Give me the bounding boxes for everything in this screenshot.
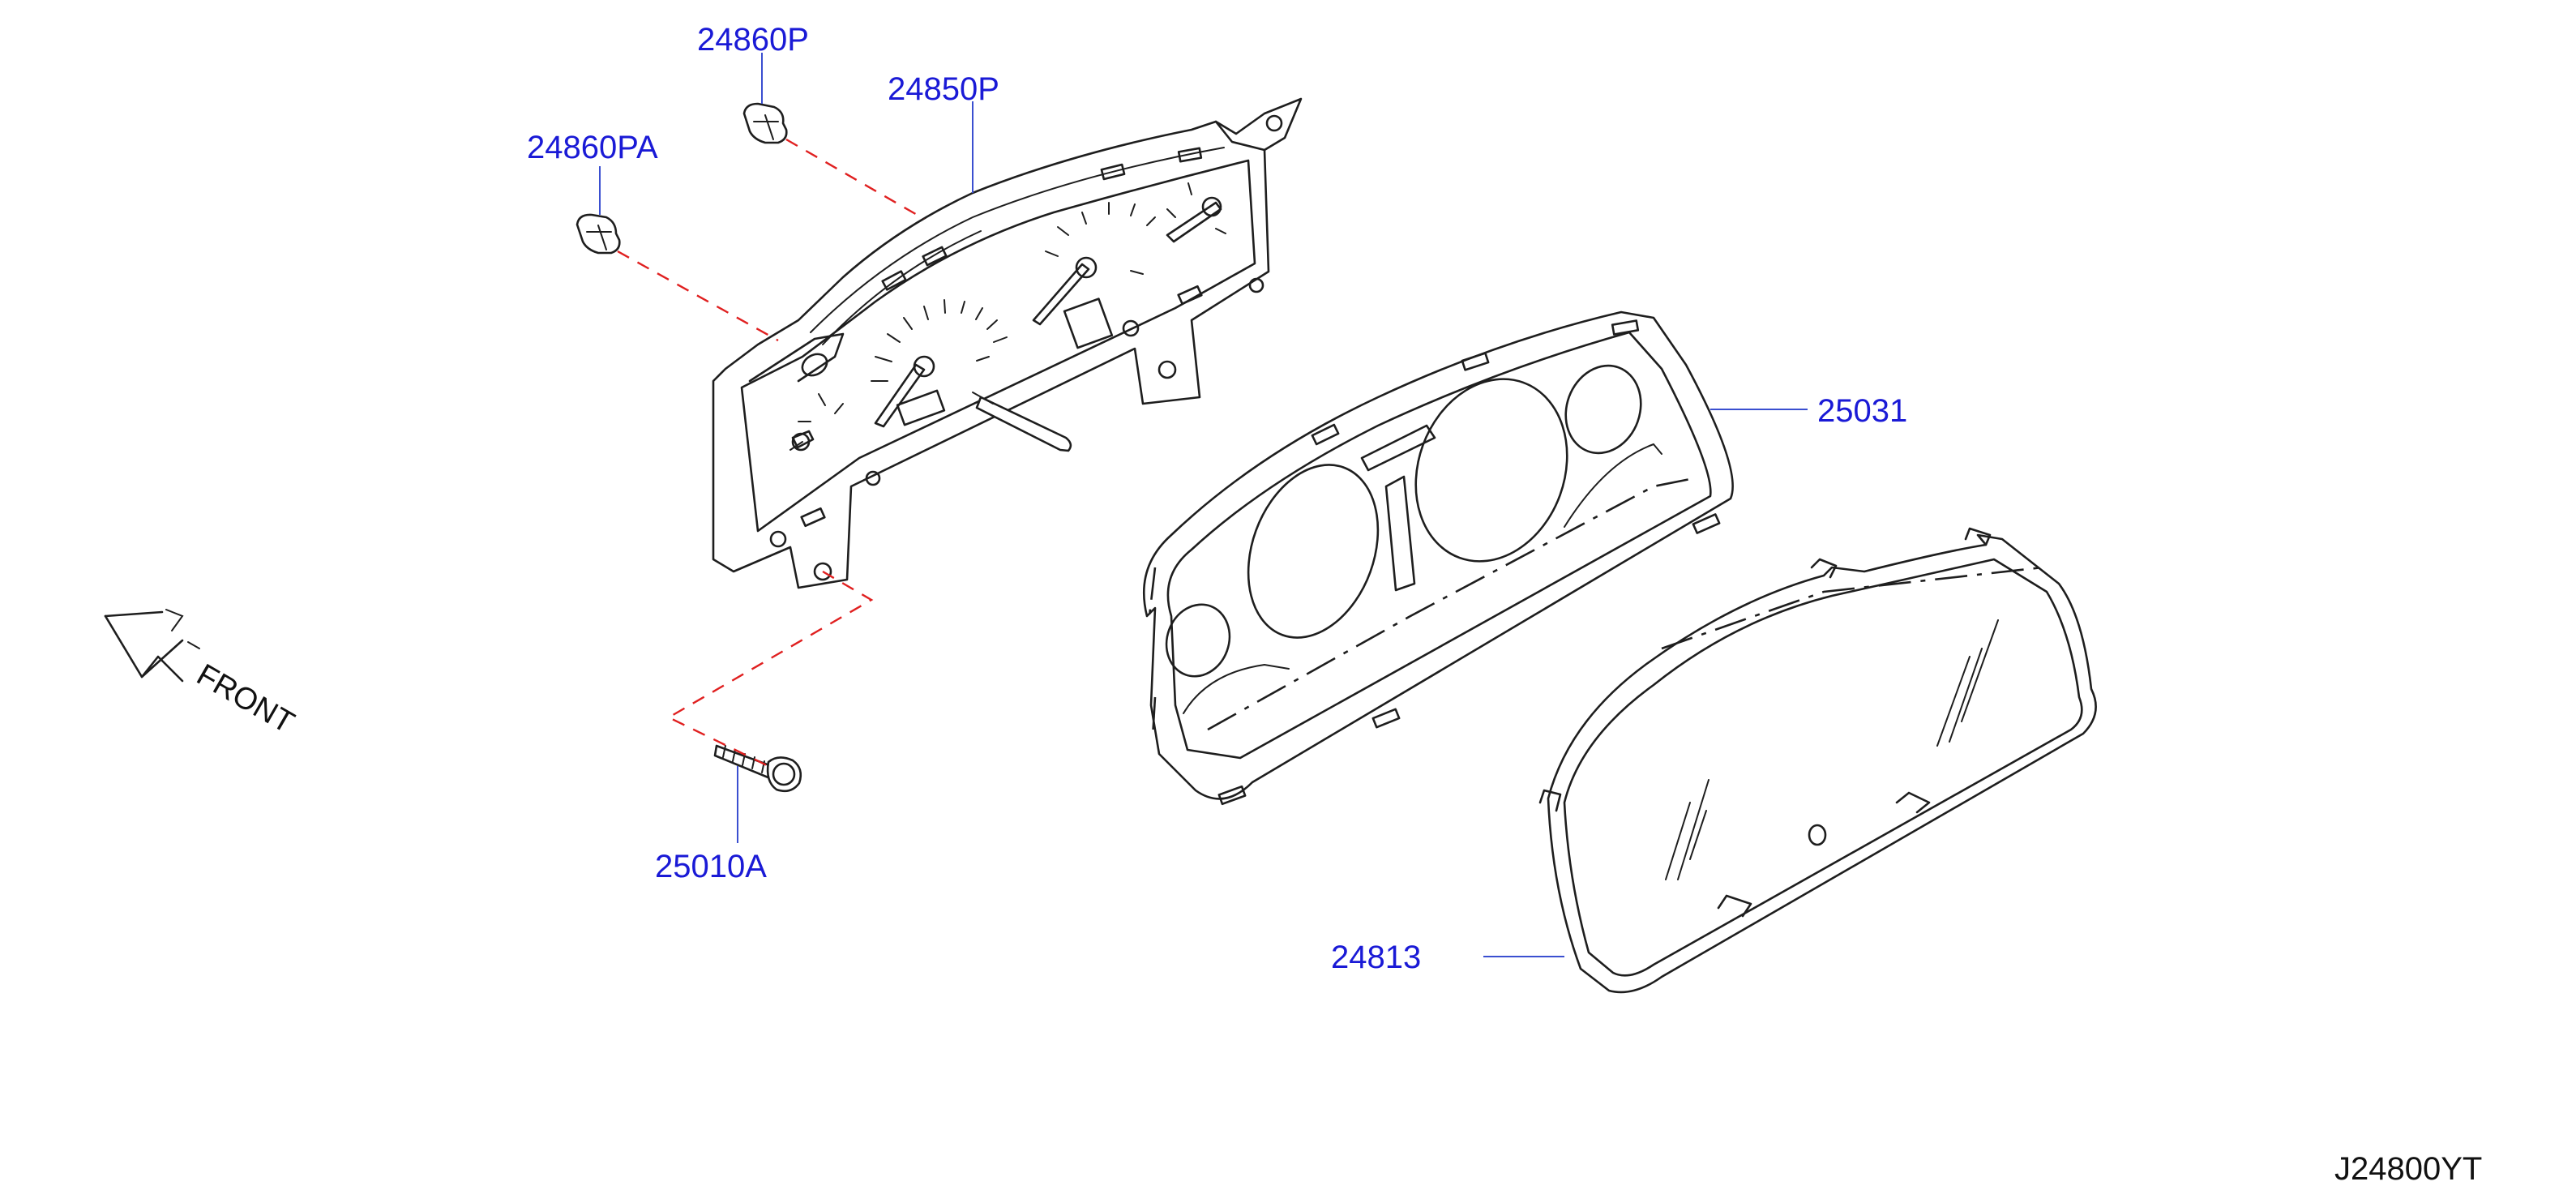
screw-path-25010a [666, 570, 874, 768]
callout-25031: 25031 [1817, 393, 1907, 429]
bulb-24860p [742, 102, 788, 144]
bulb-24860pa [576, 213, 621, 255]
front-label: FRONT [191, 657, 300, 740]
callout-25010a: 25010A [655, 849, 767, 884]
cover-glass-24813 [1538, 527, 2097, 994]
bulb-path-24860pa [617, 250, 779, 342]
meter-assembly-24850p [712, 97, 1303, 589]
callout-24860pa: 24860PA [527, 130, 658, 165]
callout-24850p: 24850P [888, 71, 999, 107]
drawing-code: J24800YT [2334, 1151, 2482, 1187]
screw-25010a [713, 744, 802, 793]
finisher-bezel-25031 [1142, 310, 1734, 806]
front-arrow-icon [104, 609, 200, 683]
bulb-path-24860p [785, 138, 925, 220]
callout-24860p: 24860P [697, 22, 809, 58]
callout-24813: 24813 [1331, 940, 1421, 975]
